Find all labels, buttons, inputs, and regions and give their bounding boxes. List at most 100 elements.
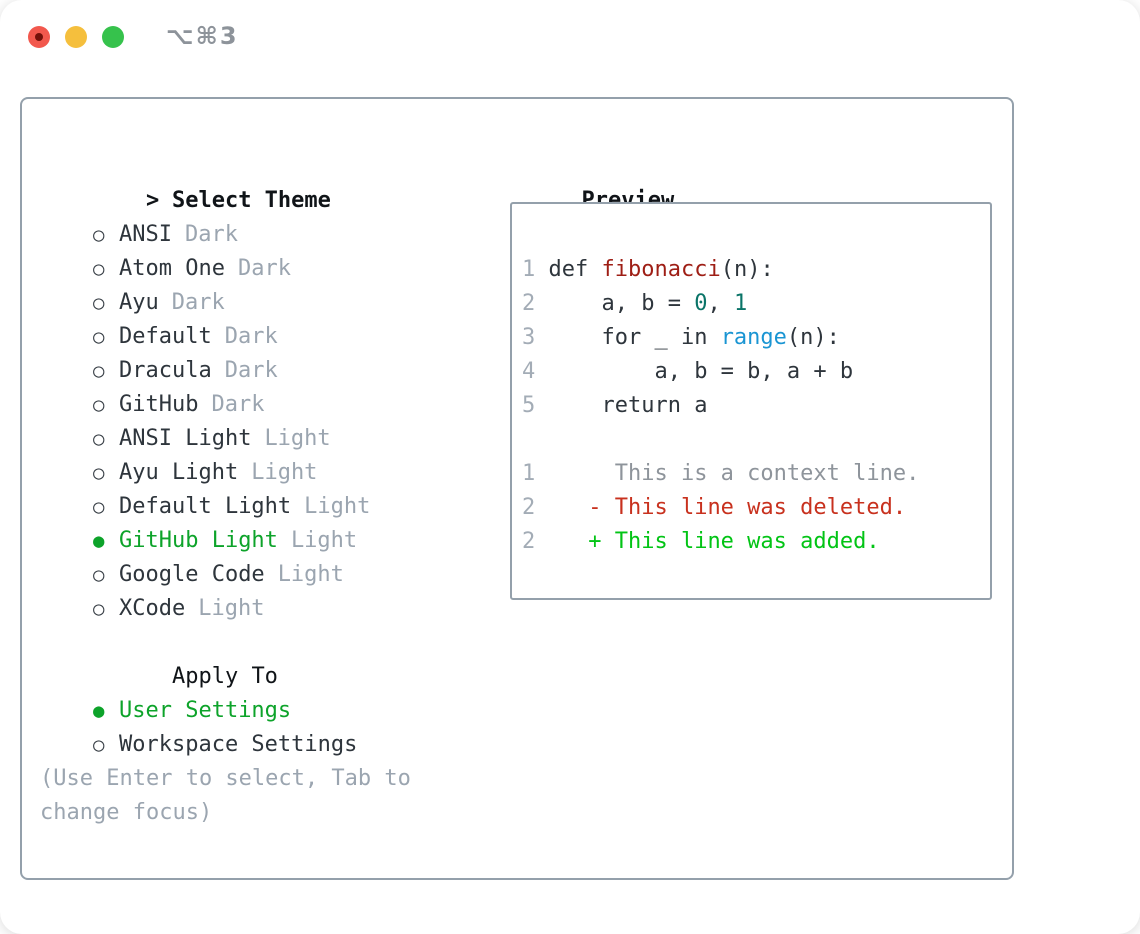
- theme-option-variant: Dark: [184, 222, 238, 247]
- theme-option[interactable]: ○ Ayu Light Light: [40, 422, 424, 485]
- line-number: 3: [522, 325, 549, 350]
- blank-line: [522, 423, 990, 457]
- theme-option[interactable]: ○ Dracula Dark: [40, 320, 424, 383]
- line-number: 2: [522, 529, 589, 554]
- diff-line: 1 This is a context line.: [522, 457, 990, 491]
- zoom-button[interactable]: [102, 26, 124, 48]
- theme-option-variant: Dark: [224, 324, 278, 349]
- titlebar: ⌥⌘3: [0, 0, 1140, 97]
- code-token: range: [720, 325, 787, 350]
- select-theme-header: > Select Theme: [40, 150, 424, 213]
- theme-option-variant: Light: [198, 596, 265, 621]
- theme-option-variant: Dark: [211, 392, 265, 417]
- theme-option[interactable]: ○ XCode Light: [40, 558, 424, 621]
- line-number: 4: [522, 359, 549, 384]
- theme-option-label: GitHub Light: [118, 528, 278, 553]
- theme-option[interactable]: ○ Default Light Light: [40, 456, 424, 519]
- apply-to-option[interactable]: ● User Settings: [40, 660, 424, 723]
- minimize-button[interactable]: [65, 26, 87, 48]
- code-line: 4 a, b = b, a + b: [522, 355, 990, 389]
- apply-to-option[interactable]: ○ Workspace Settings: [40, 694, 424, 757]
- theme-option-label: ANSI: [118, 222, 172, 247]
- code-token: (n):: [720, 257, 774, 282]
- theme-option-variant: Dark: [224, 358, 278, 383]
- cursor-icon: >: [145, 188, 160, 213]
- theme-option[interactable]: ○ Atom One Dark: [40, 218, 424, 281]
- diff-text: This is a context line.: [588, 461, 920, 486]
- code-line: 1 def fibonacci(n):: [522, 253, 990, 287]
- apply-to-list: ● User Settings ○ Workspace Settings: [40, 660, 424, 757]
- theme-option-variant: Light: [290, 528, 358, 553]
- code-token: 1: [733, 291, 748, 316]
- window-title: ⌥⌘3: [166, 22, 239, 50]
- radio-icon: ○: [92, 734, 105, 756]
- radio-icon: ○: [92, 394, 105, 416]
- theme-option-label: ANSI Light: [118, 426, 252, 451]
- line-number: 2: [522, 291, 549, 316]
- theme-option-variant: Light: [277, 562, 344, 587]
- theme-option-label: Default Light: [118, 494, 292, 519]
- code-line: 2 a, b = 0, 1: [522, 287, 990, 321]
- code-token: for _ in: [548, 325, 721, 350]
- apply-to-option-label: Workspace Settings: [118, 732, 358, 757]
- theme-option-variant: Dark: [237, 256, 291, 281]
- theme-option[interactable]: ○ ANSI Light Light: [40, 388, 424, 451]
- apply-to-option-label: User Settings: [118, 698, 292, 723]
- theme-option[interactable]: ○ Default Dark: [40, 286, 424, 349]
- line-number: 1: [522, 461, 589, 486]
- radio-icon: ○: [92, 292, 105, 314]
- theme-option-label: Dracula: [118, 358, 212, 383]
- code-token: a, b = b, a + b: [548, 359, 854, 384]
- radio-icon: ○: [92, 428, 105, 450]
- diff-line: 2 - This line was deleted.: [522, 491, 990, 525]
- select-theme-title: Select Theme: [171, 188, 331, 213]
- help-text: (Use Enter to select, Tab to change focu…: [40, 766, 411, 825]
- code-token: (n):: [786, 325, 840, 350]
- theme-option-label: Atom One: [118, 256, 225, 281]
- theme-option-variant: Light: [264, 426, 331, 451]
- radio-icon: ○: [92, 258, 105, 280]
- apply-to-title: Apply To: [171, 664, 278, 689]
- radio-icon: ○: [92, 496, 105, 518]
- radio-icon: ○: [92, 598, 105, 620]
- preview-header: Preview: [502, 150, 674, 213]
- code-line: 5 return a: [522, 389, 990, 423]
- theme-option-label: XCode: [118, 596, 186, 621]
- theme-option-label: Google Code: [118, 562, 265, 587]
- theme-option[interactable]: ○ Ayu Dark: [40, 252, 424, 315]
- theme-option-label: Ayu: [118, 290, 159, 315]
- radio-icon: ○: [92, 360, 105, 382]
- code-token: fibonacci: [601, 257, 721, 282]
- diff-line: 2 + This line was added.: [522, 525, 990, 559]
- code-token: def: [548, 257, 602, 282]
- diff-text: - This line was deleted.: [588, 495, 907, 520]
- radio-icon: ●: [92, 700, 105, 722]
- radio-icon: ○: [92, 462, 105, 484]
- theme-option[interactable]: ○ ANSI Dark: [40, 184, 424, 247]
- theme-option-label: Ayu Light: [118, 460, 239, 485]
- theme-option[interactable]: ● GitHub Light Light: [40, 490, 424, 553]
- theme-option-label: Default: [118, 324, 212, 349]
- theme-option-variant: Light: [251, 460, 318, 485]
- radio-icon: ●: [92, 530, 105, 552]
- close-button[interactable]: [28, 26, 50, 48]
- line-number: 5: [522, 393, 549, 418]
- apply-to-header: Apply To: [40, 626, 424, 689]
- line-number: 1: [522, 257, 549, 282]
- code-token: return a: [548, 393, 708, 418]
- diff-text: + This line was added.: [588, 529, 880, 554]
- code-token: ,: [707, 291, 734, 316]
- theme-option-variant: Light: [304, 494, 371, 519]
- theme-option-variant: Dark: [171, 290, 225, 315]
- code-token: a, b =: [548, 291, 695, 316]
- radio-icon: ○: [92, 224, 105, 246]
- close-dot-icon: [35, 33, 43, 41]
